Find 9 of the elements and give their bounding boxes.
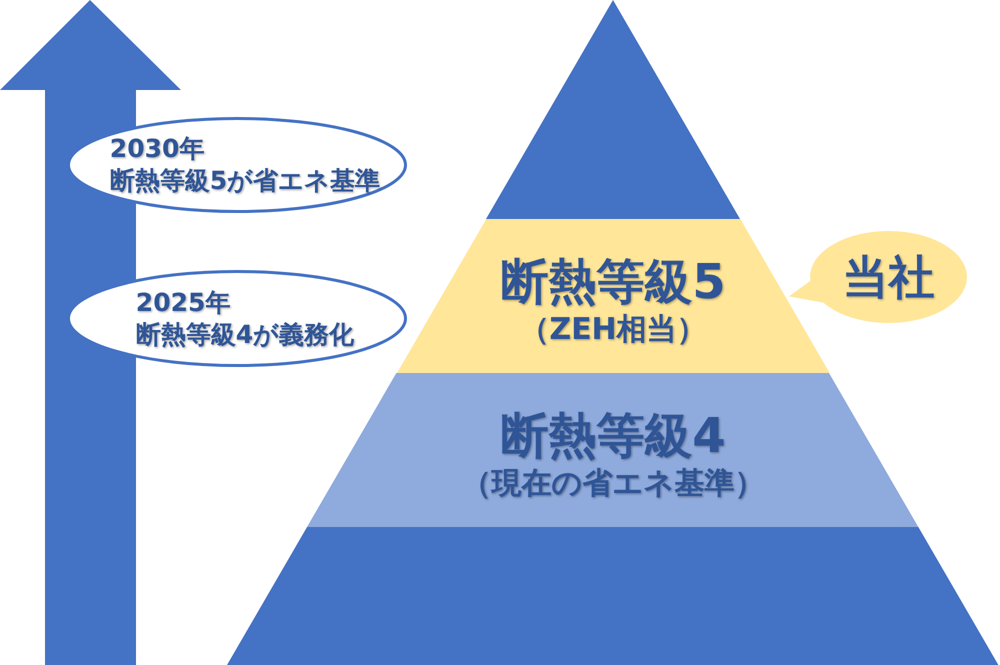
milestone-text: 断熱等級5が省エネ基準 <box>110 165 380 197</box>
grade-subtitle: （現在の省エネ基準） <box>461 465 764 503</box>
year-label: 2030年 <box>110 133 204 165</box>
year-label: 2025年 <box>136 286 230 318</box>
grade-heading: 断熱等級4 <box>500 408 726 464</box>
milestone-text: 断熱等級4が義務化 <box>136 318 354 350</box>
grade-heading: 断熱等級5 <box>500 254 726 310</box>
callout-text: 当社 <box>842 249 934 305</box>
grade-subtitle: （ZEH相当） <box>519 311 707 349</box>
